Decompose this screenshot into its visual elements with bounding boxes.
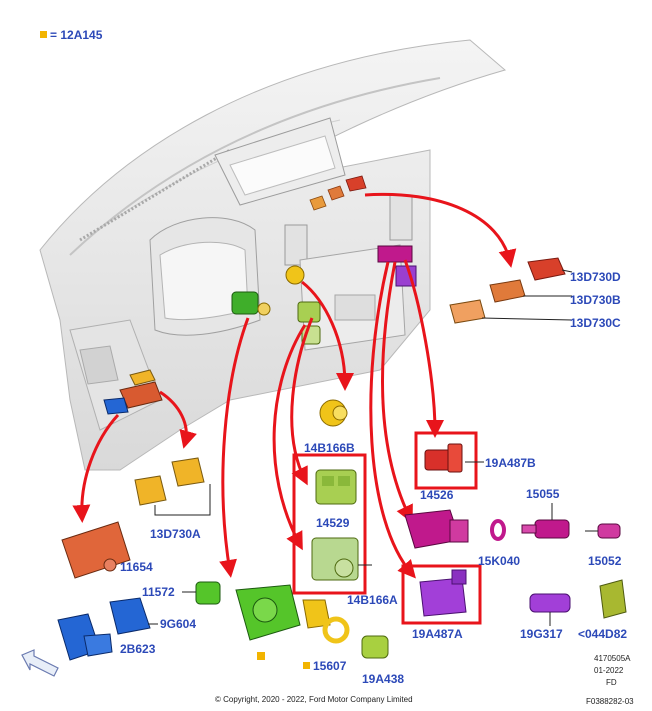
part-15607 (302, 599, 350, 644)
ref-code-2: 01-2022 (594, 666, 624, 675)
label-14526: 14526 (420, 488, 454, 502)
yellow-knob-dash (285, 265, 305, 285)
label-19A438: 19A438 (362, 672, 405, 686)
part-green-assembly (235, 584, 301, 660)
part-13D730A (134, 457, 211, 516)
legend-part-number: 12A145 (60, 28, 103, 42)
callout-box-19A487A (401, 564, 482, 625)
legend: = 12A145 (40, 28, 102, 42)
label-14B166B: 14B166B (304, 441, 355, 455)
label-13D730A: 13D730A (150, 527, 201, 541)
part-9G604 (109, 597, 158, 635)
part-15055 (521, 503, 570, 539)
label-11572: 11572 (142, 585, 175, 599)
part-044D82 (599, 579, 627, 619)
label-11654: 11654 (120, 560, 153, 574)
part-15052 (585, 523, 621, 539)
label-19G317: 19G317 (520, 627, 563, 641)
part-14529 (315, 469, 357, 505)
part-15K040 (490, 519, 506, 541)
label-15K040: 15K040 (478, 554, 521, 568)
copyright-text: © Copyright, 2020 - 2022, Ford Motor Com… (215, 695, 413, 704)
part-19A487B (424, 443, 484, 473)
label-15607-text: 15607 (313, 659, 347, 673)
part-13D730C (449, 299, 573, 324)
part-11654 (61, 521, 131, 579)
label-15055: 15055 (526, 487, 560, 501)
green-switch-dash (231, 291, 271, 316)
legend-equals: = (50, 28, 58, 42)
ref-code-1: 4170505A (594, 654, 631, 663)
part-19G317 (529, 593, 571, 626)
label-19A487B: 19A487B (485, 456, 536, 470)
part-2B623 (57, 613, 113, 661)
view-direction-arrow-icon (21, 649, 59, 677)
callout-arrows (72, 192, 517, 579)
label-15607-swatch (303, 662, 310, 669)
part-11572 (182, 581, 221, 605)
label-19A487A: 19A487A (412, 627, 463, 641)
label-14529: 14529 (316, 516, 350, 530)
part-14B166A (311, 537, 372, 581)
part-12A145-indash (309, 175, 367, 211)
ref-code-4: F0388282-03 (586, 697, 634, 706)
callout-box-19A487B (414, 431, 478, 490)
part-13D730B (489, 279, 572, 303)
label-14B166A: 14B166A (347, 593, 398, 607)
label-13D730C: 13D730C (570, 316, 621, 330)
part-19A438 (361, 635, 389, 659)
callout-box-14529-14B166A (292, 453, 367, 595)
part-19A487A (419, 569, 467, 617)
label-15607: 15607 (303, 659, 346, 673)
part-14526 (404, 509, 469, 549)
label-13D730D: 13D730D (570, 270, 621, 284)
label-15052: 15052 (588, 554, 622, 568)
part-14B166B (319, 399, 348, 427)
label-9G604: 9G604 (160, 617, 197, 631)
part-13D730D (527, 257, 573, 281)
ref-code-3: FD (606, 678, 617, 687)
orange-switch-dash-left (103, 369, 163, 415)
label-13D730B: 13D730B (570, 293, 621, 307)
legend-swatch (40, 31, 47, 38)
label-044D82: <044D82 (578, 627, 628, 641)
label-2B623: 2B623 (120, 642, 156, 656)
